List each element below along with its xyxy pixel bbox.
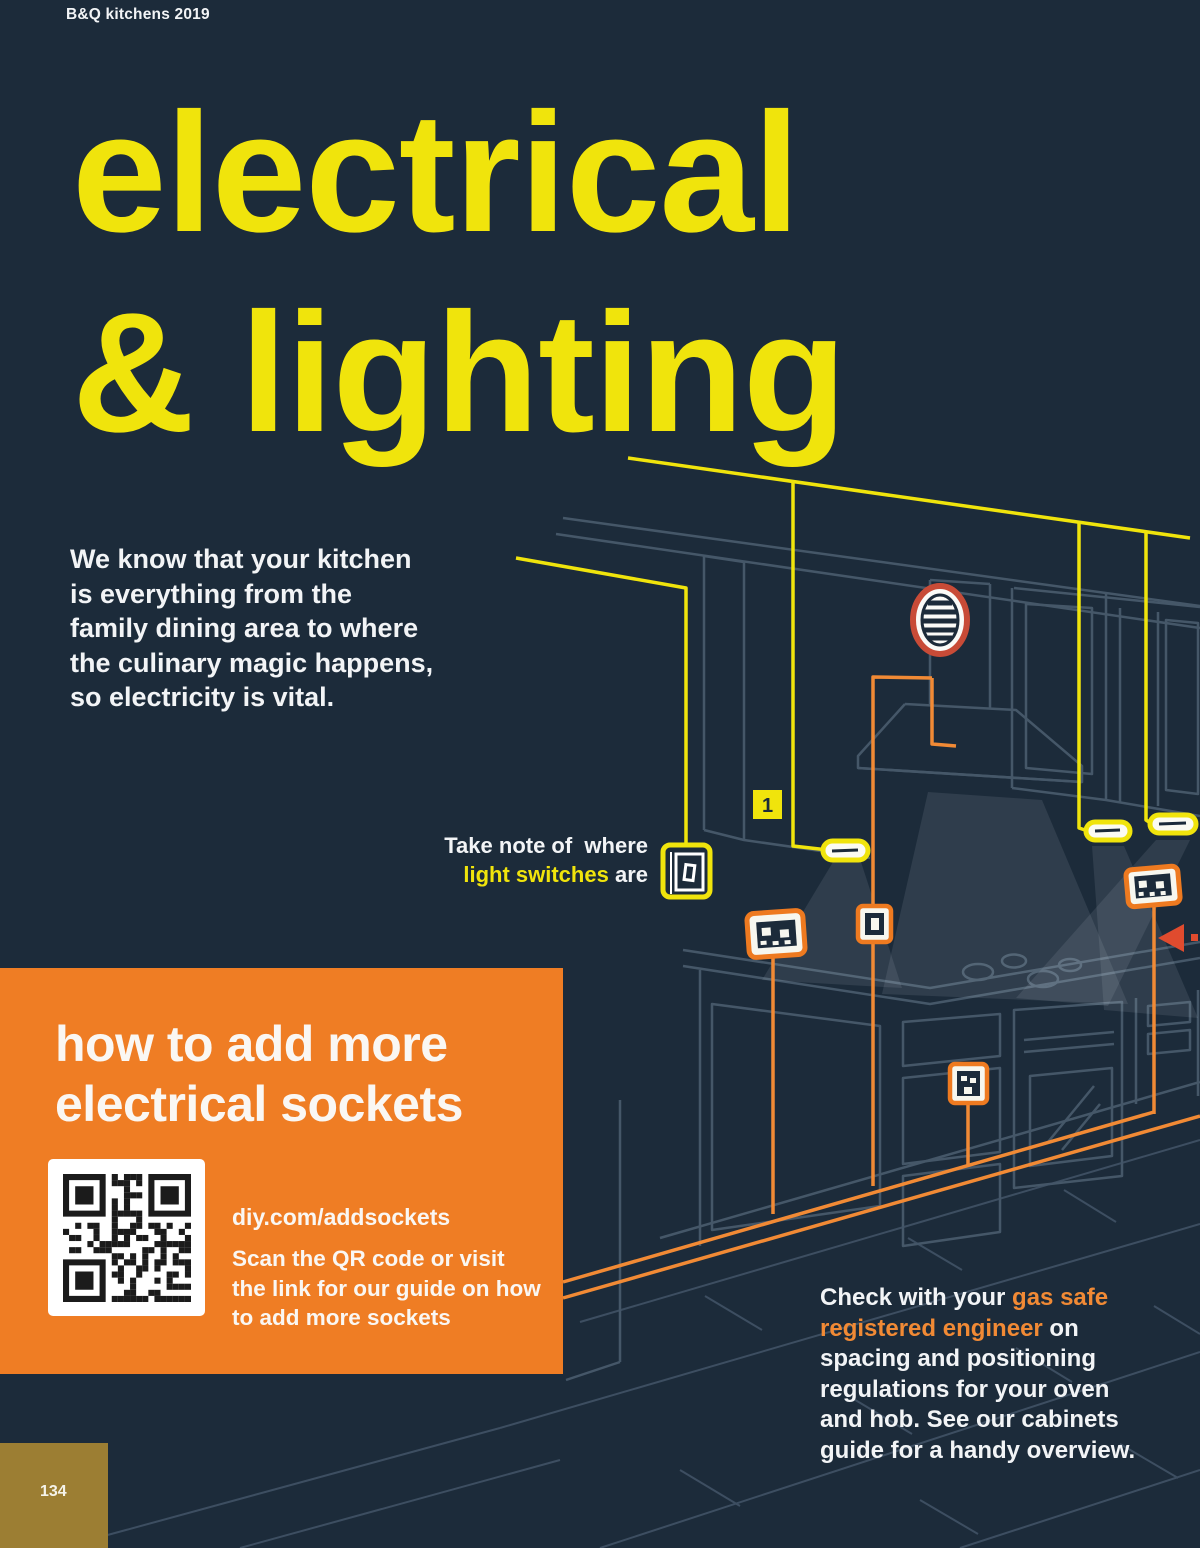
- catalog-header: B&Q kitchens 2019: [66, 6, 210, 23]
- page-title: electrical& lighting: [72, 73, 847, 473]
- kitchen-line-art: [555, 516, 1200, 1382]
- note-post: are: [608, 862, 648, 887]
- gas-safe-highlight: gas safe registered engineer: [820, 1284, 1109, 1342]
- page-title-line2: & lighting: [72, 278, 847, 468]
- floor-tiles: [59, 1139, 1200, 1548]
- callout-1-badge: 1: [753, 790, 782, 819]
- gas-safe-pre: Check with your: [820, 1284, 1013, 1311]
- intro-paragraph: We know that your kitchen is everything …: [70, 544, 434, 712]
- under-cabinet-light-icon: [1083, 819, 1133, 843]
- direction-arrow-icon: [1158, 924, 1198, 952]
- how-to-panel: how to add more electrical sockets diy.c…: [0, 968, 563, 1374]
- extractor-fan-icon: [910, 583, 970, 657]
- light-switch-icon: [660, 842, 713, 900]
- qr-code: [48, 1159, 205, 1316]
- double-socket-icon: [1123, 863, 1183, 910]
- panel-link[interactable]: diy.com/addsockets: [232, 1204, 451, 1230]
- qr-pattern: [62, 1173, 191, 1302]
- note-pre: Take note of where: [444, 833, 648, 858]
- gas-safe-post: on spacing and positioning regulations f…: [820, 1314, 1136, 1464]
- single-switch-icon: [855, 903, 894, 945]
- under-cabinet-light-icon: [1147, 812, 1199, 836]
- gas-safe-note: Check with your gas safe registered engi…: [820, 1283, 1190, 1466]
- note-highlight: light switches: [463, 862, 609, 887]
- light-switch-note: Take note of where light switches are: [300, 831, 648, 889]
- page-number: 134: [40, 1483, 67, 1500]
- orange-wires: [562, 675, 1200, 1300]
- panel-title: how to add more electrical sockets: [55, 1016, 463, 1132]
- cabinet-socket-icon: [947, 1061, 990, 1106]
- panel-description: Scan the QR code or visit the link for o…: [232, 1246, 541, 1330]
- page-number-box: 134: [0, 1443, 108, 1548]
- double-socket-icon: [744, 908, 808, 960]
- yellow-wires: [515, 456, 1191, 852]
- callout-1-label: 1: [762, 795, 773, 817]
- under-cabinet-light-icon: [820, 838, 871, 863]
- page-title-line1: electrical: [72, 78, 800, 268]
